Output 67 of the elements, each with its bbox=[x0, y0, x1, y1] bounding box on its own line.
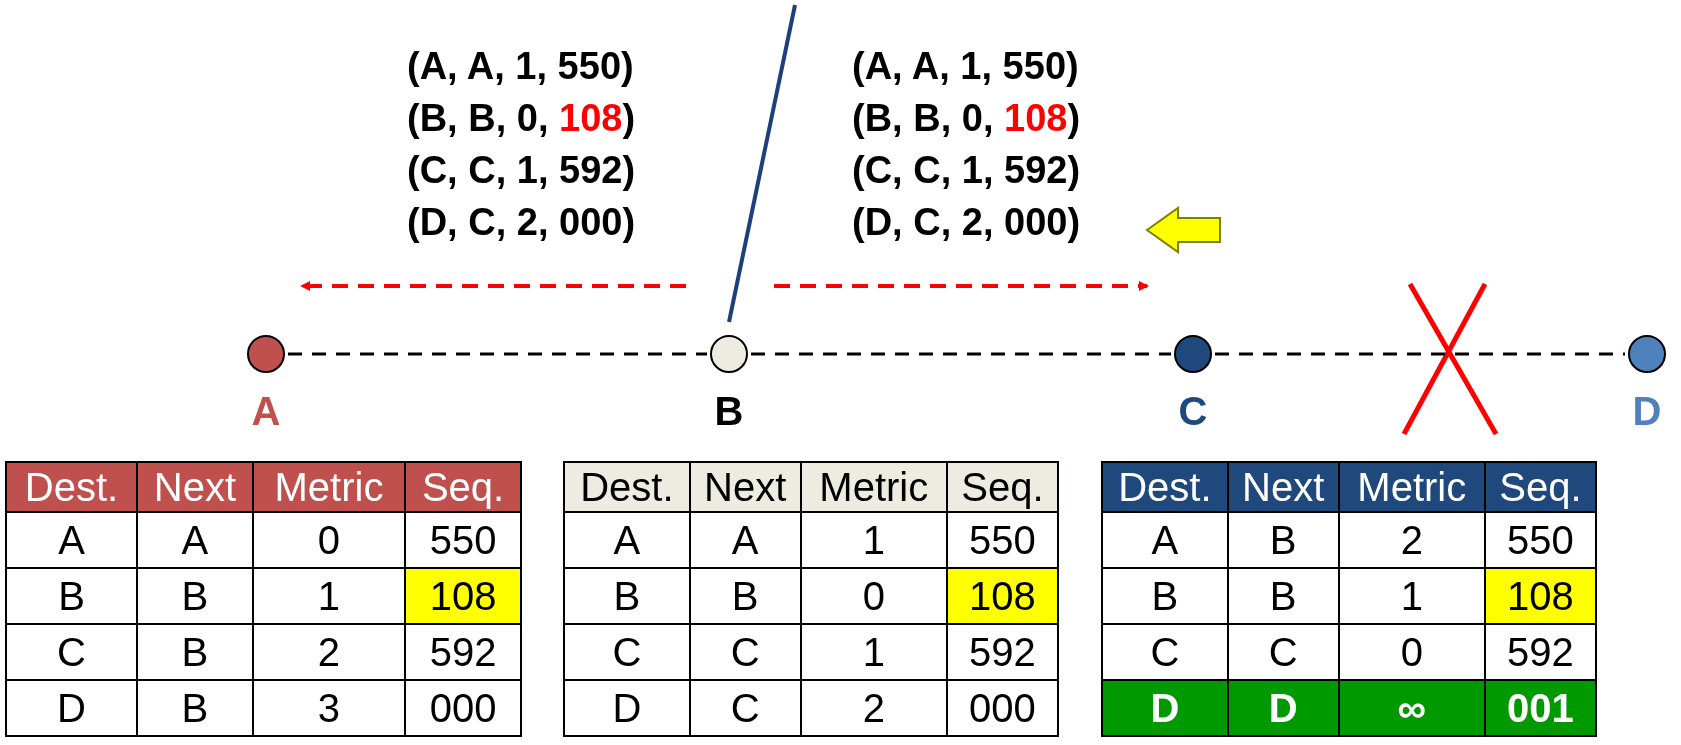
table-cell: ∞ bbox=[1338, 680, 1485, 736]
column-header: Dest. bbox=[1102, 462, 1228, 512]
table-cell: 0 bbox=[800, 568, 947, 624]
table-cell: C bbox=[689, 680, 801, 736]
table-cell: D bbox=[1102, 680, 1228, 736]
update-entry-text: (C, C, 1, 592) bbox=[407, 148, 636, 193]
table-cell: 1 bbox=[800, 512, 947, 568]
table-cell: 1 bbox=[800, 624, 947, 680]
table-cell: A bbox=[6, 512, 137, 568]
column-header: Dest. bbox=[6, 462, 137, 512]
table-cell: A bbox=[689, 512, 801, 568]
node-label: C bbox=[1177, 389, 1209, 434]
table-cell: D bbox=[564, 680, 690, 736]
link-line bbox=[288, 352, 707, 356]
column-header: Seq. bbox=[946, 462, 1058, 512]
link-line bbox=[1215, 352, 1625, 356]
table-cell: 3 bbox=[252, 680, 406, 736]
update-entry-text: (D, C, 2, 000) bbox=[407, 200, 636, 245]
table-cell: 000 bbox=[946, 680, 1058, 736]
table-cell: 2 bbox=[1338, 512, 1485, 568]
table-cell: 2 bbox=[800, 680, 947, 736]
table-cell: 592 bbox=[946, 624, 1058, 680]
table-cell: C bbox=[6, 624, 137, 680]
table-cell: C bbox=[689, 624, 801, 680]
table-cell: 592 bbox=[405, 624, 521, 680]
table-cell: D bbox=[1227, 680, 1339, 736]
table-cell: B bbox=[6, 568, 137, 624]
table-cell: 000 bbox=[405, 680, 521, 736]
table-cell: B bbox=[137, 680, 253, 736]
column-header: Metric bbox=[1338, 462, 1485, 512]
column-header: Seq. bbox=[1484, 462, 1596, 512]
table-cell: 0 bbox=[252, 512, 406, 568]
node-label: D bbox=[1631, 389, 1663, 434]
table-cell: 2 bbox=[252, 624, 406, 680]
table-cell: A bbox=[137, 512, 253, 568]
table-cell: B bbox=[1227, 512, 1339, 568]
update-entry-text: (A, A, 1, 550) bbox=[852, 44, 1079, 89]
update-entry-text: (B, B, 0, 108) bbox=[852, 96, 1081, 141]
update-entry-text: (A, A, 1, 550) bbox=[407, 44, 634, 89]
table-cell: B bbox=[137, 624, 253, 680]
link-line bbox=[751, 352, 1171, 356]
column-header: Next bbox=[689, 462, 801, 512]
update-entry-text: (B, B, 0, 108) bbox=[407, 96, 636, 141]
column-header: Next bbox=[137, 462, 253, 512]
table-cell: A bbox=[564, 512, 690, 568]
table-cell: B bbox=[689, 568, 801, 624]
column-header: Dest. bbox=[564, 462, 690, 512]
column-header: Next bbox=[1227, 462, 1339, 512]
column-header: Metric bbox=[800, 462, 947, 512]
table-cell: D bbox=[6, 680, 137, 736]
node-label: B bbox=[713, 389, 745, 434]
table-cell: C bbox=[564, 624, 690, 680]
update-entry-text: (C, C, 1, 592) bbox=[852, 148, 1081, 193]
table-cell: 001 bbox=[1484, 680, 1596, 736]
column-header: Seq. bbox=[405, 462, 521, 512]
table-cell: 108 bbox=[405, 568, 521, 624]
table-cell: B bbox=[1227, 568, 1339, 624]
table-cell: B bbox=[137, 568, 253, 624]
node-label: A bbox=[250, 389, 282, 434]
table-cell: 1 bbox=[1338, 568, 1485, 624]
table-cell: 108 bbox=[1484, 568, 1596, 624]
table-cell: A bbox=[1102, 512, 1228, 568]
table-cell: 108 bbox=[946, 568, 1058, 624]
table-cell: B bbox=[564, 568, 690, 624]
update-entry-text: (D, C, 2, 000) bbox=[852, 200, 1081, 245]
column-header: Metric bbox=[252, 462, 406, 512]
table-cell: B bbox=[1102, 568, 1228, 624]
